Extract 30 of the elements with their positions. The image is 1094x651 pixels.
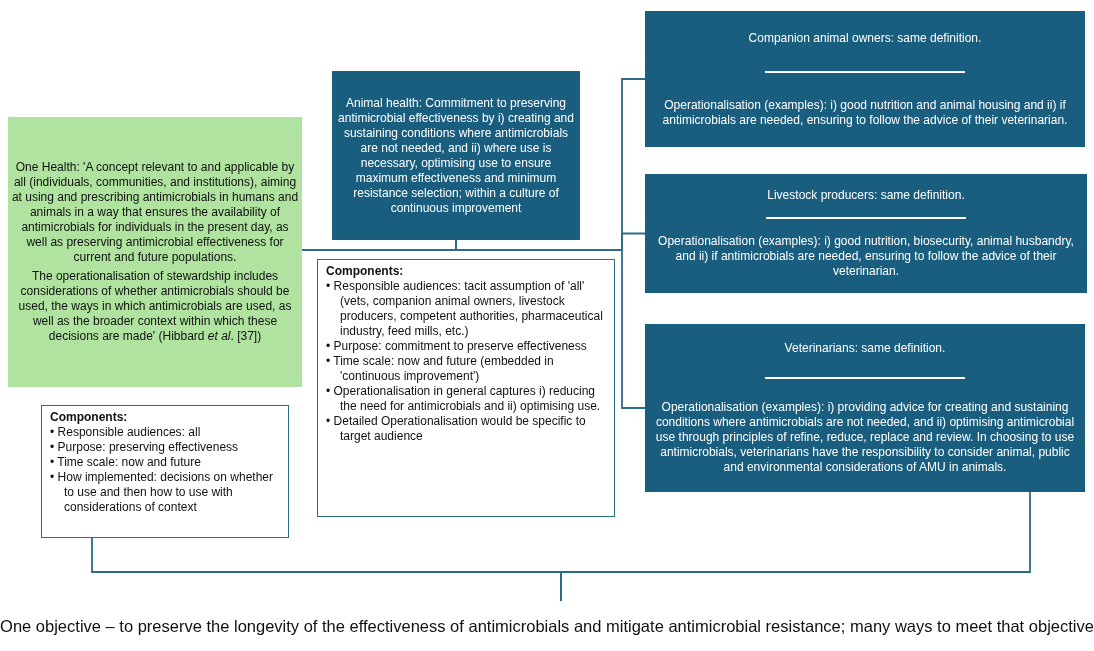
definition-box — [8, 117, 302, 387]
connector-line — [560, 491, 1031, 602]
bullet-item: • Time scale: now and future (embedded in 'continuous improvement') — [326, 354, 555, 384]
box-text: Animal health: Commitment to preserving antimicrobial effectiveness by i) creating and sustaining conditions where antimicrobials are not needed, and ii) where use is necessary, optimising use to ensure maximum effectiveness and minimum resistance selection; within a culture of continuous improvement — [337, 95, 575, 216]
box-text: Operationalisation (examples): i) providing advice for creating and sustaining conditions where antimicrobials are not needed, and ii) optimising antimicrobial use through principles of refine, reduce, replace and review. In choosing to use antimicrobials, veterinarians have the responsibility to consider animal, public and environmental considerations of AMU in animals. — [654, 399, 1076, 475]
audience-box — [645, 11, 1085, 147]
bullet-item: • How implemented: decisions on whether to use and then how to use with considerations of context — [50, 470, 274, 515]
list-heading: Components: — [50, 410, 129, 425]
bullet-item: • Detailed Operationalisation would be specific to target audience — [326, 414, 587, 444]
box-heading: Livestock producers: same definition. — [767, 188, 965, 204]
box-text: One Health: 'A concept relevant to and applicable by all (individuals, communities, and institutions), aiming at using and prescribing antimicrobials in humans and animals in a way that ensures the availability of antimicrobials for individuals in the present day, as well as preserving antimicrobial effectiveness for current and future populations. — [10, 160, 300, 265]
audience-box — [645, 324, 1085, 492]
bullet-item: • Time scale: now and future — [50, 455, 202, 470]
box-heading: Companion animal owners: same definition. — [748, 30, 982, 46]
components-box — [317, 259, 615, 517]
box-text: Operationalisation (examples): i) good nutrition and animal housing and ii) if antimicrobials are needed, ensuring to follow the advice of their veterinarian. — [661, 97, 1069, 128]
list-heading: Components: — [326, 264, 405, 279]
components-box — [41, 405, 289, 538]
box-text: The operationalisation of stewardship includes considerations of whether antimicrobials should be used, the ways in which antimicrobials are used, as well as the broader context within which these decisions are made' (Hibbard et al. [37]) — [17, 269, 293, 344]
connector-line — [455, 239, 646, 409]
bullet-item: • Purpose: preserving effectiveness — [50, 440, 240, 455]
bullet-item: • Responsible audiences: tacit assumption of 'all' (vets, companion animal owners, livestock producers, competent authorities, pharmaceutical industry, feed mills, etc.) — [326, 279, 604, 339]
bullet-item: • Purpose: commitment to preserve effectiveness — [326, 339, 588, 354]
box-heading: Veterinarians: same definition. — [784, 341, 946, 357]
bullet-item: • Responsible audiences: all — [50, 425, 202, 440]
audience-box — [645, 174, 1087, 293]
definition-box — [332, 71, 580, 240]
box-text: Operationalisation (examples): i) good nutrition, biosecurity, animal husbandry, and ii) if antimicrobials are needed, ensuring to follow the advice of their veterinarian. — [657, 233, 1075, 279]
conclusion-text: One objective – to preserve the longevity of the effectiveness of antimicrobials and mitigate antimicrobial resistance; many ways to meet that objective — [0, 615, 1094, 637]
bullet-item: • Operationalisation in general captures i) reducing the need for antimicrobials and ii) optimising use. — [326, 384, 602, 414]
